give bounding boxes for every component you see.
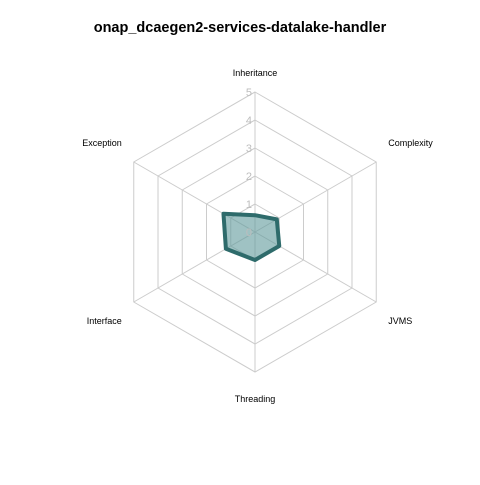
axis-label-threading: Threading xyxy=(235,394,276,404)
series-area xyxy=(221,211,282,262)
axis-label-complexity: Complexity xyxy=(388,138,433,148)
tick-label: 1 xyxy=(246,199,252,211)
chart-title: onap_dcaegen2-services-datalake-handler xyxy=(93,20,387,36)
axis-label-jvms: JVMS xyxy=(388,316,412,326)
axis-label-interface: Interface xyxy=(87,316,122,326)
tick-label: 2 xyxy=(246,171,252,183)
axis-label-exception: Exception xyxy=(82,138,122,148)
axis-label-inheritance: Inheritance xyxy=(233,68,278,78)
tick-label: 5 xyxy=(246,87,252,99)
tick-label: 3 xyxy=(246,143,252,155)
tick-label: 4 xyxy=(246,115,252,127)
tick-label: 0 xyxy=(246,227,252,239)
